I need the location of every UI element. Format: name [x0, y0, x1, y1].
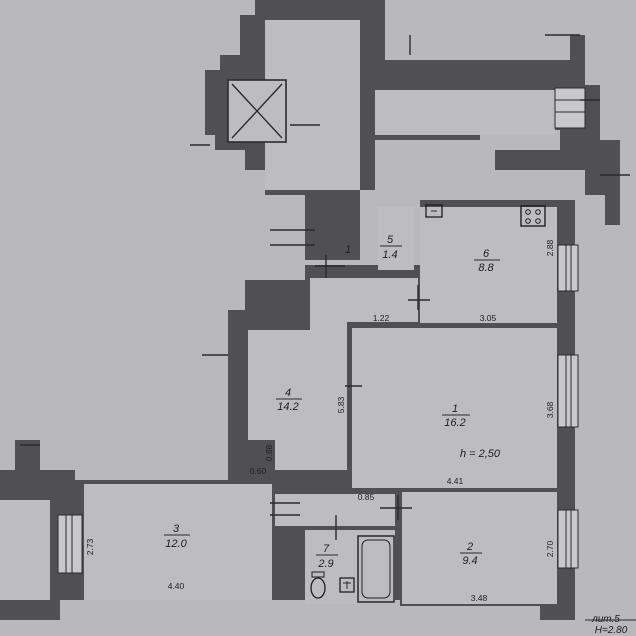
room-number: 2	[466, 541, 473, 553]
dimension-label: 3.48	[471, 593, 488, 603]
room-label-1: 1 16.2	[442, 403, 470, 429]
room-area: 12.0	[165, 538, 187, 550]
room-area: 14.2	[277, 401, 298, 413]
stove-icon	[520, 205, 546, 227]
elevator-shaft	[227, 79, 287, 143]
room-number: 3	[173, 523, 180, 535]
room-2	[402, 492, 557, 604]
room-area: 1.4	[382, 249, 397, 261]
stamp-line-2: Н=2.80	[595, 625, 628, 636]
room-label-2: 2 9.4	[460, 541, 482, 567]
sheet-stamp: лит.5 Н=2.80	[585, 614, 636, 636]
dimension-label: 0.85	[358, 492, 375, 502]
room-label-3: 3 12.0	[164, 523, 190, 550]
room-number: 7	[323, 543, 330, 555]
room-label-4: 4 14.2	[276, 387, 302, 413]
room-1	[352, 328, 557, 488]
room-label-6: 6 8.8	[474, 248, 500, 274]
neighbor-room	[0, 500, 50, 600]
rooms	[0, 20, 557, 604]
fixtures	[310, 204, 546, 603]
dimension-label: 4.40	[168, 581, 185, 591]
dimension-label: 0.60	[250, 466, 267, 476]
room-area: 2.9	[317, 558, 333, 570]
dimension-label: 4.41	[447, 476, 464, 486]
stamp-line-1: лит.5	[591, 614, 620, 625]
toilet-icon	[310, 571, 326, 599]
dimension-label: 3.05	[480, 313, 497, 323]
room-number: 6	[483, 248, 490, 260]
room-area: 16.2	[444, 417, 465, 429]
dimension-label: 1.22	[373, 313, 390, 323]
room-4	[248, 278, 418, 470]
room-3	[84, 484, 272, 600]
room-5	[378, 207, 414, 270]
dimension-label: 0.88	[264, 444, 274, 461]
room-number: 4	[285, 387, 291, 399]
corridor-number: 1	[345, 244, 351, 256]
room-number: 5	[387, 234, 394, 246]
room-area: 9.4	[462, 555, 477, 567]
stair-hall	[375, 90, 555, 135]
room-number: 1	[452, 403, 458, 415]
door-marks	[20, 34, 630, 540]
dimension-label: 2.88	[545, 239, 555, 256]
dimension-label: 2.73	[85, 538, 95, 555]
dimension-label: 5.83	[336, 396, 346, 413]
washbasin-icon	[339, 577, 355, 593]
windows	[57, 87, 586, 574]
dimension-label: 3.68	[545, 401, 555, 418]
room-label-5: 5 1.4	[380, 234, 402, 261]
dimension-label: 2.70	[545, 540, 555, 557]
ceiling-height-label: h = 2,50	[460, 448, 501, 460]
bathtub-icon	[357, 535, 395, 603]
dimension-labels: 2.88 1.22 3.05 5.83 3.68 0.88 0.60 4.41 …	[85, 239, 555, 603]
sink-icon	[425, 204, 443, 218]
room-labels: 1 16.2 2 9.4 3 12.0 4 14.2 5 1.4 6 8.8	[164, 234, 501, 570]
room-label-7: 7 2.9	[316, 543, 338, 570]
room-area: 8.8	[478, 262, 494, 274]
hall-lower	[275, 494, 395, 526]
